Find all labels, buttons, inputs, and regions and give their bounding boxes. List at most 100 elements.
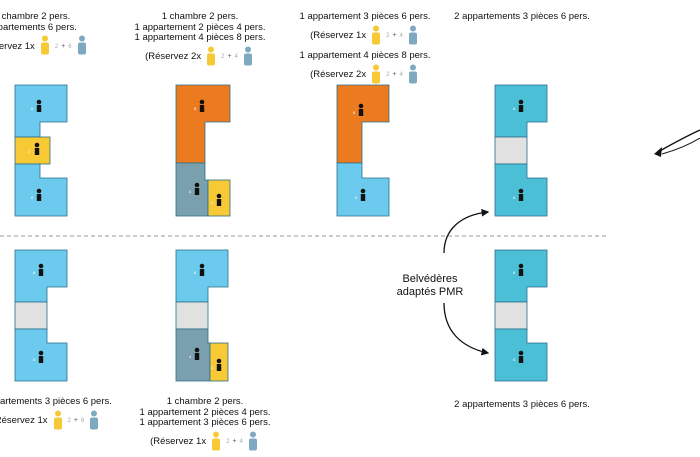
reserve-row: (Réservez 1x 2 + 4 (150, 431, 260, 455)
person-icon (360, 188, 366, 201)
annotation-arrows (443, 208, 490, 356)
person-icon (216, 193, 222, 206)
person-icon (518, 263, 524, 276)
caption-top-col3: 1 appartement 3 pièces 6 pers. (Réservez… (285, 11, 445, 88)
unit-capacity-label: 8 (194, 106, 197, 111)
caption-line: 2 appartements 3 pièces 6 pers. (454, 11, 590, 22)
unit-capacity-label: 6 (513, 195, 516, 200)
person-blue-icon (406, 64, 420, 88)
person-icon (518, 350, 524, 363)
unit-grey (494, 301, 528, 330)
floor-plan-bottom-4: 6 6 (494, 249, 548, 382)
caption-bottom-col1: appartements 3 pièces 6 pers. Réservez 1… (0, 396, 118, 434)
person-yellow-icon (369, 64, 383, 88)
unit-capacity-label: 6 (355, 195, 358, 200)
person-yellow-icon (369, 25, 383, 49)
person-icon (194, 182, 200, 195)
person-icon (199, 263, 205, 276)
annotation-line: adaptés PMR (396, 286, 464, 298)
caption-bottom-col2: 1 chambre 2 pers. 1 appartement 2 pièces… (125, 396, 285, 455)
unit-grey (175, 301, 209, 330)
floor-plan-top-2: 8 4 2 (175, 84, 231, 217)
unit-yellow (14, 136, 51, 165)
person-yellow-icon (204, 46, 218, 70)
floor-plan-top-1: 6 2 6 (14, 84, 68, 217)
person-icon (518, 188, 524, 201)
reserve-num: 4 (239, 439, 243, 445)
floor-plan-bottom-1: 6 6 (14, 249, 68, 382)
person-icon (194, 347, 200, 360)
arrow-to-bottom-plan (443, 302, 490, 356)
caption-top-col1: 1 chambre 2 pers. appartements 6 pers. R… (0, 11, 86, 59)
arrow-to-top-plan (443, 208, 490, 254)
person-icon (36, 188, 42, 201)
unit-orange (175, 84, 231, 164)
unit-capacity-label: 2 (28, 149, 31, 154)
unit-capacity-label: 6 (513, 270, 516, 275)
annotation-label: Belvédères adaptés PMR (380, 273, 480, 299)
person-icon (518, 99, 524, 112)
caption-line: 1 appartement 3 pièces 6 pers. (139, 417, 271, 428)
person-icon (216, 358, 222, 371)
reserve-num: 6 (80, 418, 85, 424)
person-blue-icon (406, 25, 420, 49)
caption-line: appartements 3 pièces 6 pers. (0, 396, 112, 407)
caption-bottom-col4: 2 appartements 3 pièces 6 pers. (447, 399, 597, 411)
reserve-text: Réservez 1x (0, 415, 48, 426)
reserve-num: 4 (399, 33, 403, 39)
reserve-num: 2 (54, 43, 59, 50)
person-blue-icon (87, 410, 101, 434)
reserve-row: (Réservez 2x 2 + 4 (310, 64, 420, 88)
unit-capacity-label: 4 (189, 354, 192, 359)
unit-grey (494, 136, 528, 165)
caption-line: 1 appartement 2 pièces 4 pers. (139, 406, 271, 418)
caption-line: 1 chambre 2 pers. (161, 11, 239, 22)
unit-capacity-label: 6 (33, 270, 36, 275)
pointer-arrow (654, 129, 700, 157)
unit-capacity-label: 2 (211, 365, 214, 370)
unit-capacity-label: 6 (513, 357, 516, 362)
person-yellow-icon (51, 410, 65, 434)
floor-plan-top-4: 6 6 (494, 84, 548, 217)
unit-capacity-label: 4 (189, 189, 192, 194)
annotation-line: Belvédères (402, 273, 458, 285)
caption-top-col2: 1 chambre 2 pers. 1 appartement 2 pièces… (120, 11, 280, 70)
floor-plan-top-3: 8 6 (336, 84, 390, 217)
reserve-num: 2 (226, 439, 230, 445)
person-icon (36, 99, 42, 112)
person-icon (34, 142, 40, 155)
unit-capacity-label: 8 (353, 110, 356, 115)
reserve-text: (Réservez 2x (310, 69, 367, 80)
reserve-num: 2 (386, 33, 390, 39)
person-blue-icon (246, 431, 260, 455)
reserve-num: 6 (68, 43, 72, 50)
unit-orange (336, 84, 390, 164)
unit-capacity-label: 6 (31, 106, 34, 111)
unit-capacity-label: 6 (33, 357, 36, 362)
unit-slate (175, 328, 211, 382)
reserve-text: (Réservez 2x (145, 51, 202, 62)
reserve-row: (Réservez 1x 2 + 4 (310, 25, 420, 49)
reserve-text: Réservez 1x (0, 40, 35, 52)
person-blue-icon (241, 46, 255, 70)
reserve-row: (Réservez 2x 2 + 4 (145, 46, 255, 70)
caption-line: 1 chambre 2 pers. (166, 396, 244, 407)
reserve-num: 2 (67, 418, 71, 424)
unit-capacity-label: 6 (31, 195, 34, 200)
caption-line: 1 appartement 4 pièces 8 pers. (134, 32, 266, 43)
floor-plan-bottom-2: 6 4 2 (175, 249, 229, 382)
reserve-num: 2 (386, 72, 390, 78)
reserve-text: (Réservez 1x (310, 30, 367, 41)
caption-line: 2 appartements 3 pièces 6 pers. (454, 399, 590, 410)
caption-line: appartements 6 pers. (0, 21, 77, 33)
caption-top-col4: 2 appartements 3 pièces 6 pers. (447, 11, 597, 23)
person-icon (358, 103, 364, 116)
caption-line: 1 appartement 4 pièces 8 pers. (299, 50, 431, 61)
reserve-row: Réservez 1x 2 + 6 (0, 35, 89, 59)
caption-line: 1 appartement 2 pièces 4 pers. (134, 21, 266, 33)
person-blue-icon (75, 35, 89, 59)
person-yellow-icon (38, 35, 52, 59)
reserve-num: 4 (399, 72, 403, 78)
reserve-num: 4 (234, 54, 238, 60)
unit-capacity-label: 6 (513, 106, 516, 111)
